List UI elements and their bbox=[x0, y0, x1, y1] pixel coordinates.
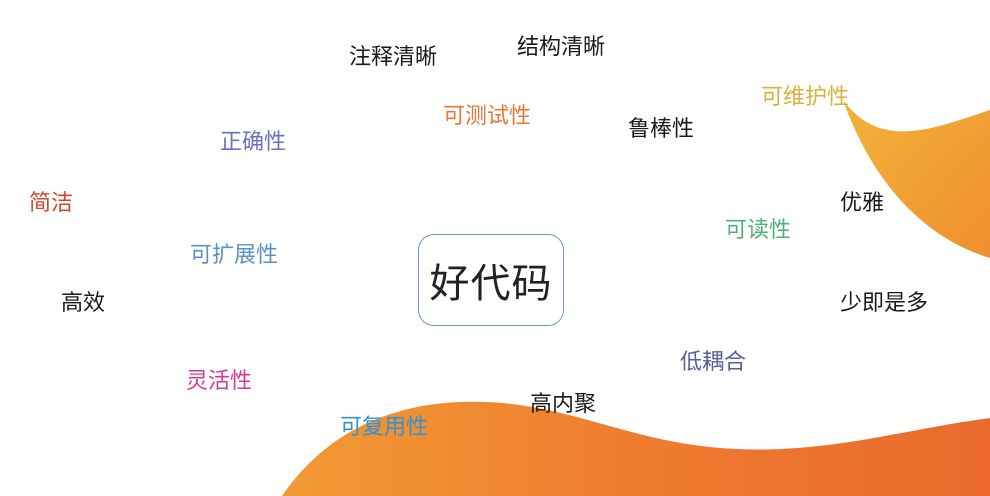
bottom-wave bbox=[282, 401, 990, 496]
term-label: 少即是多 bbox=[840, 291, 929, 316]
term-label: 高效 bbox=[61, 291, 106, 316]
term-label: 优雅 bbox=[840, 191, 885, 216]
term-label: 灵活性 bbox=[186, 369, 253, 394]
term-label: 可测试性 bbox=[443, 104, 532, 129]
term-label: 高内聚 bbox=[530, 392, 597, 417]
center-node: 好代码 bbox=[418, 234, 564, 326]
term-label: 可扩展性 bbox=[190, 243, 279, 268]
term-label: 注释清晰 bbox=[349, 45, 438, 70]
term-label: 可读性 bbox=[725, 218, 792, 243]
term-label: 鲁棒性 bbox=[628, 117, 695, 142]
center-node-label: 好代码 bbox=[429, 261, 553, 307]
term-label: 结构清晰 bbox=[517, 35, 606, 60]
term-label: 简洁 bbox=[29, 191, 74, 216]
term-label: 低耦合 bbox=[680, 350, 747, 375]
term-label: 正确性 bbox=[220, 130, 287, 155]
term-label: 可维护性 bbox=[761, 85, 850, 110]
term-label: 可复用性 bbox=[340, 415, 429, 440]
top-right-swoosh bbox=[843, 100, 990, 258]
